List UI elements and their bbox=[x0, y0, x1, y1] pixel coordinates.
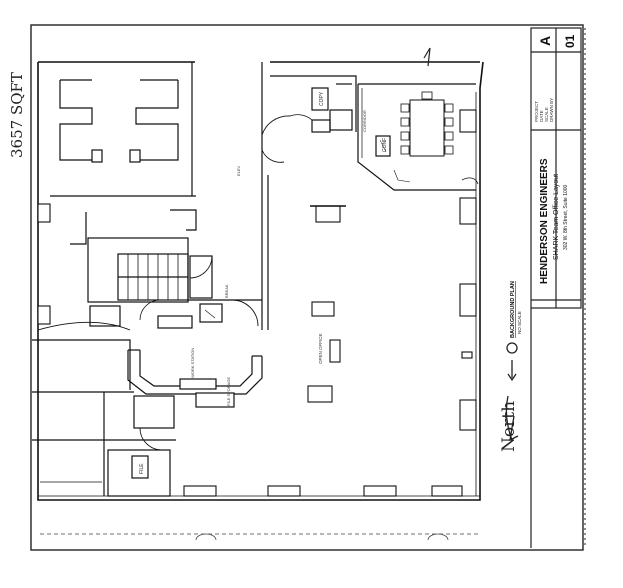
room-label-conference: CONF bbox=[382, 138, 388, 152]
room-label-work-station: WORK STATION bbox=[190, 348, 195, 378]
handwritten-marks bbox=[423, 47, 431, 67]
room-label-elevator: ELEV bbox=[236, 165, 241, 176]
project-address: 302 W. 8th Street, Suite 1000 bbox=[563, 184, 569, 250]
copy-room bbox=[270, 75, 357, 133]
info-line: PROJECT bbox=[534, 101, 539, 122]
bottom-detail bbox=[40, 533, 480, 541]
project-subtitle: SHARK Team Office Layout bbox=[553, 174, 560, 260]
upper-left-offices bbox=[50, 62, 197, 245]
sheet-letter: A bbox=[537, 36, 553, 46]
plan-scale: NO SCALE bbox=[517, 311, 522, 334]
info-line: SCALE bbox=[544, 107, 549, 122]
room-label-corridor: CORRIDOR bbox=[362, 110, 367, 132]
room-label-copy: COPY bbox=[319, 91, 325, 106]
reception-desk bbox=[127, 349, 263, 408]
columns bbox=[37, 109, 477, 497]
sheet-number: 01 bbox=[563, 34, 577, 48]
room-label-file-storage: FILE STORAGE bbox=[226, 377, 231, 406]
info-lines: PROJECT DATE SCALE DRAWN BY bbox=[534, 98, 554, 122]
lower-left-rooms bbox=[32, 322, 176, 497]
stair-core bbox=[87, 237, 262, 329]
north-arrow bbox=[505, 342, 519, 442]
handwritten-area-note: 3657 SQFT bbox=[8, 72, 26, 158]
room-label-break: BREAK bbox=[224, 284, 229, 298]
room-label-file: FILE bbox=[139, 463, 145, 474]
corridor-walls bbox=[261, 62, 291, 330]
workstations bbox=[307, 205, 473, 403]
info-line: DATE bbox=[539, 110, 544, 122]
room-label-open-office: OPEN OFFICE bbox=[318, 333, 323, 364]
building-outline bbox=[37, 61, 484, 501]
title-block bbox=[530, 27, 582, 548]
north-label: North bbox=[499, 401, 519, 452]
sheet-border bbox=[30, 24, 586, 551]
plan-title: BACKGROUND PLAN bbox=[510, 281, 516, 338]
conference-room bbox=[357, 83, 479, 191]
info-line: DRAWN BY bbox=[549, 98, 554, 122]
company-name: HENDERSON ENGINEERS bbox=[539, 158, 550, 284]
